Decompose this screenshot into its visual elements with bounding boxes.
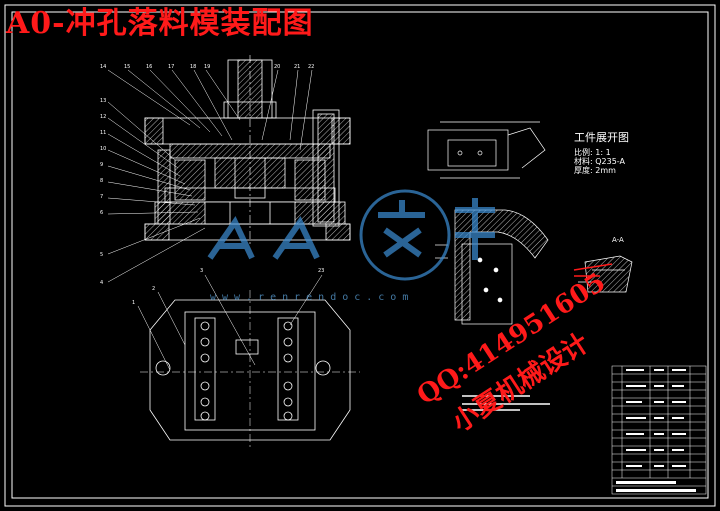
svg-text:23: 23 <box>318 268 324 274</box>
section-a-a <box>578 255 633 293</box>
svg-text:14: 14 <box>100 64 106 70</box>
drawing-title: A0-冲孔落料模装配图 <box>6 6 314 41</box>
svg-text:8: 8 <box>100 178 103 184</box>
section-label: A-A <box>612 236 624 244</box>
svg-text:2: 2 <box>152 286 155 292</box>
part-numbers: 14 15 16 17 18 19 20 21 22 13 12 11 10 9 8 7 6 5 4 <box>100 64 314 286</box>
svg-text:17: 17 <box>168 64 174 70</box>
svg-text:3: 3 <box>200 268 203 274</box>
part-front-view <box>427 121 546 179</box>
svg-text:13: 13 <box>100 98 106 104</box>
svg-text:5: 5 <box>100 252 103 258</box>
svg-text:12: 12 <box>100 114 106 120</box>
svg-text:19: 19 <box>204 64 210 70</box>
part-side-view <box>435 209 549 325</box>
inner-frame <box>11 11 709 499</box>
svg-text:10: 10 <box>100 146 106 152</box>
svg-text:11: 11 <box>100 130 106 136</box>
title-block <box>611 365 707 495</box>
svg-text:6: 6 <box>100 210 103 216</box>
svg-text:18: 18 <box>190 64 196 70</box>
svg-text:7: 7 <box>100 194 103 200</box>
watermark-logo <box>207 189 495 281</box>
top-view <box>137 274 360 450</box>
part-info-material: 材料: Q235-A <box>574 157 625 166</box>
svg-text:9: 9 <box>100 162 103 168</box>
top-view-numbers: 3 23 2 1 <box>132 268 324 306</box>
svg-text:4: 4 <box>100 280 103 286</box>
svg-text:20: 20 <box>274 64 280 70</box>
part-number-leaders <box>107 69 313 283</box>
svg-text:1: 1 <box>132 300 135 306</box>
watermark-url: www.renrendoc.com <box>210 292 415 303</box>
part-info-heading: 工件展开图 <box>574 131 629 144</box>
title-block-text-marks <box>616 369 696 492</box>
outer-border <box>4 4 716 507</box>
part-info-scale: 比例: 1: 1 <box>574 148 611 157</box>
part-info-thickness: 厚度: 2mm <box>574 166 616 175</box>
front-section-view <box>144 55 351 245</box>
technical-notes <box>462 395 550 411</box>
svg-text:16: 16 <box>146 64 152 70</box>
red-markings <box>573 263 613 277</box>
svg-text:22: 22 <box>308 64 314 70</box>
svg-text:21: 21 <box>294 64 300 70</box>
svg-text:15: 15 <box>124 64 130 70</box>
